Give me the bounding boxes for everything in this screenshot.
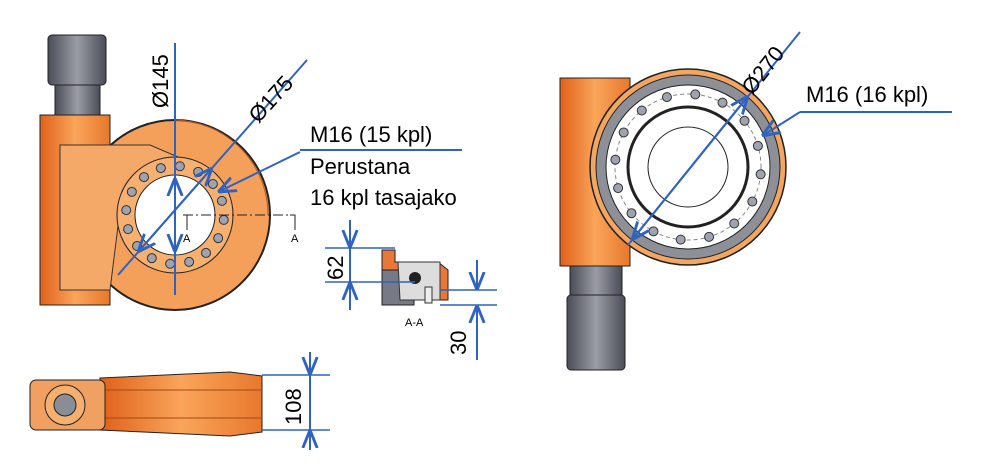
bolt-hole [184,256,195,267]
bolt-hole [729,218,740,229]
bottom-view [29,352,330,450]
bolt-hole [618,127,629,138]
bolt-hole [207,178,218,189]
bolt-hole [155,163,166,174]
bolt-hole [747,196,758,207]
bolt-label-right: M16 (16 kpl) [806,82,929,107]
section-mark-left: A [183,233,191,245]
bolt-hole [704,231,715,242]
bolt-hole [121,205,132,216]
dimension-108: 108 [281,388,306,425]
bolt-hole [218,214,229,225]
bolt-hole [213,233,224,244]
bolt-hole [123,224,134,235]
note-line-2: 16 kpl tasajako [310,185,457,210]
section-title: A-A [405,317,424,329]
bolt-hole [165,258,176,269]
bolt-hole [675,234,686,245]
bolt-hole [661,92,672,103]
bolt-hole [138,172,149,183]
bolt-hole [610,154,621,165]
bolt-hole [613,183,624,194]
right-view [559,31,952,371]
bolt-hole [752,140,763,151]
dimension-dia-145: Ø145 [148,54,173,108]
bolt-hole [755,169,766,180]
note-line-1: Perustana [310,154,411,179]
bolt-label-left: M16 (15 kpl) [310,122,433,147]
bolt-hole [626,208,637,219]
dimension-30: 30 [446,330,471,355]
left-view [39,34,462,311]
section-a-a [325,220,497,360]
bolt-hole [216,195,227,206]
bolt-hole [193,166,204,177]
bolt-hole [201,247,212,258]
bolt-hole [636,105,647,116]
section-mark-right: A [291,233,299,245]
bolt-hole [174,161,185,172]
bolt-hole [146,253,157,264]
bolt-hole [690,89,701,100]
bolt-hole [648,226,659,237]
bolt-hole [717,97,728,108]
dimension-62: 62 [323,255,348,280]
bolt-hole [739,115,750,126]
bolt-hole [126,186,137,197]
